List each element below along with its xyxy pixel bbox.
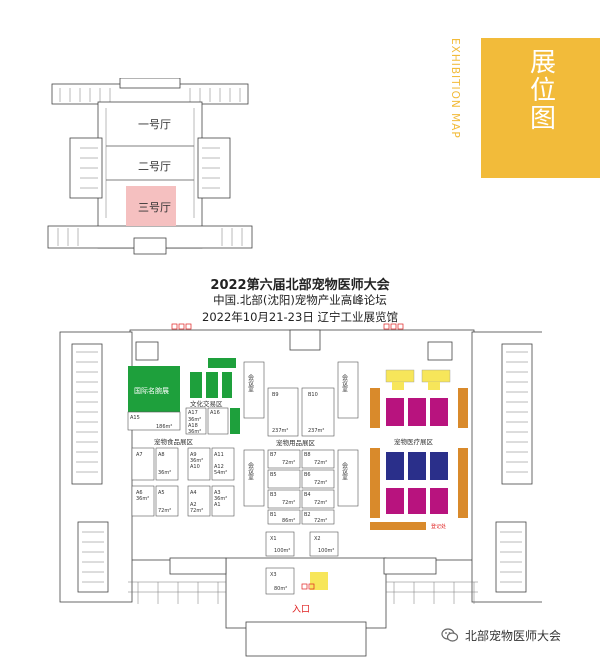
booth-a5-label: A5 xyxy=(158,490,165,496)
meeting-room-a-label: 会议室 xyxy=(247,373,254,392)
booth-a11-label: A11 xyxy=(214,452,224,458)
medical-zone-label: 宠物医疗展区 xyxy=(394,437,434,446)
title-cn-text: 展位图 xyxy=(525,48,556,132)
booth-b9-label: B9 xyxy=(272,392,279,398)
booth-x3-label: X3 xyxy=(270,572,277,578)
booth-a15-area: 186m² xyxy=(156,424,172,430)
booth-b4-area: 72m² xyxy=(314,500,327,506)
event-date-venue: 2022年10月21-23日 辽宁工业展览馆 xyxy=(202,310,398,324)
culture-booth-2 xyxy=(206,372,218,398)
culture-booth-1 xyxy=(190,372,202,398)
booth-a1-label: A1 xyxy=(214,502,221,508)
event-subtitle: 中国.北部(沈阳)宠物产业高峰论坛 xyxy=(213,293,387,307)
food-booths xyxy=(131,447,235,517)
entrance-label: 入口 xyxy=(292,604,310,615)
booth-a3-area: 36m² xyxy=(214,496,227,502)
title-en-text: EXHIBITION MAP xyxy=(449,38,461,139)
hall-3-label: 三号厅 xyxy=(138,201,171,214)
international-zone xyxy=(128,366,180,412)
meeting-room-d-label: 会议室 xyxy=(341,461,348,480)
event-title: 2022第六届北部宠物医师大会 xyxy=(210,278,390,293)
booth-a6-area: 36m² xyxy=(136,496,149,502)
floor-plan: 国际名腕展 A15 186m² 文化交易区 A17 36m² A18 36m² … xyxy=(59,323,542,657)
booth-b1-area: 86m² xyxy=(282,518,295,524)
title-panel xyxy=(481,38,600,178)
booth-x1-label: X1 xyxy=(270,536,277,542)
booth-b4-label: B4 xyxy=(304,492,311,498)
booth-a12-area: 54m² xyxy=(214,470,227,476)
culture-zone-label: 文化交易区 xyxy=(190,399,223,408)
booth-b10-area: 237m² xyxy=(308,428,324,434)
booth-b9-area: 237m² xyxy=(272,428,288,434)
booth-a17-area: 36m² xyxy=(188,417,201,423)
meeting-room-a xyxy=(243,361,265,419)
booth-b7-label: B7 xyxy=(270,452,277,458)
culture-booth-4 xyxy=(230,408,240,434)
supplies-booths xyxy=(267,449,335,509)
booth-b5-label: B5 xyxy=(270,472,277,478)
title-en: EXHIBITION MAP xyxy=(449,38,469,178)
booth-b2-label: B2 xyxy=(304,512,311,518)
booth-a7-label: A7 xyxy=(136,452,143,458)
booth-a9-area: 36m² xyxy=(190,458,203,464)
booth-x2-area: 100m² xyxy=(318,548,334,554)
booth-a15-label: A15 xyxy=(130,415,140,421)
yellow-booth xyxy=(310,572,328,590)
culture-header xyxy=(208,358,236,368)
booth-x3-area: 80m² xyxy=(274,586,287,592)
hall-2-label: 二号厅 xyxy=(138,160,171,173)
booth-b2-area: 72m² xyxy=(314,518,327,524)
booth-a6-label: A6 xyxy=(136,490,143,496)
medical-zone xyxy=(370,369,468,530)
booth-a8-label: A8 xyxy=(158,452,165,458)
overview-map: 一号厅 二号厅 三号厅 xyxy=(47,78,253,255)
food-zone-label: 宠物食品展区 xyxy=(154,437,194,446)
booth-a5-area: 72m² xyxy=(158,508,171,514)
booth-x2-label: X2 xyxy=(314,536,321,542)
footer-credit: 北部宠物医师大会 xyxy=(441,625,561,645)
booth-b8-area: 72m² xyxy=(314,460,327,466)
booth-a9-label: A9 xyxy=(190,452,197,458)
booth-x1-area: 100m² xyxy=(274,548,290,554)
booth-b6-label: B6 xyxy=(304,472,311,478)
booth-a2-area: 72m² xyxy=(190,508,203,514)
booth-a17-label: A17 xyxy=(188,410,198,416)
meeting-room-b-label: 会议室 xyxy=(247,461,254,480)
red-markers xyxy=(171,323,404,590)
booth-a3-label: A3 xyxy=(214,490,221,496)
booth-b7-area: 72m² xyxy=(282,460,295,466)
meeting-room-b xyxy=(243,449,265,507)
meeting-room-c-label: 会议室 xyxy=(341,373,348,392)
title-cn: 展位图 xyxy=(481,38,600,178)
hall-3-highlight xyxy=(126,186,176,226)
booth-a8-area: 36m² xyxy=(158,470,171,476)
service-note: 登记处 xyxy=(431,523,446,530)
booth-b6-area: 72m² xyxy=(314,480,327,486)
booth-b3-area: 72m² xyxy=(282,500,295,506)
booth-a18-area: 36m² xyxy=(188,429,201,435)
booth-a16-label: A16 xyxy=(210,410,220,416)
booth-b10-label: B10 xyxy=(308,392,318,398)
booth-a4-label: A4 xyxy=(190,490,197,496)
booth-a12-label: A12 xyxy=(214,464,224,470)
booth-b1-label: B1 xyxy=(270,512,277,518)
culture-booth-3 xyxy=(222,372,232,398)
booth-b3-label: B3 xyxy=(270,492,277,498)
meeting-room-c xyxy=(337,361,359,419)
credit-text: 北部宠物医师大会 xyxy=(465,628,562,643)
wechat-icon xyxy=(441,628,459,642)
booth-a10-label: A10 xyxy=(190,464,200,470)
booth-a18-label: A18 xyxy=(188,423,198,429)
meeting-room-d xyxy=(337,449,359,507)
international-zone-label: 国际名腕展 xyxy=(134,386,169,395)
supplies-zone-label: 宠物用品展区 xyxy=(276,438,316,447)
booth-b8-label: B8 xyxy=(304,452,311,458)
hall-1-label: 一号厅 xyxy=(138,118,171,131)
booth-a2-label: A2 xyxy=(190,502,197,508)
